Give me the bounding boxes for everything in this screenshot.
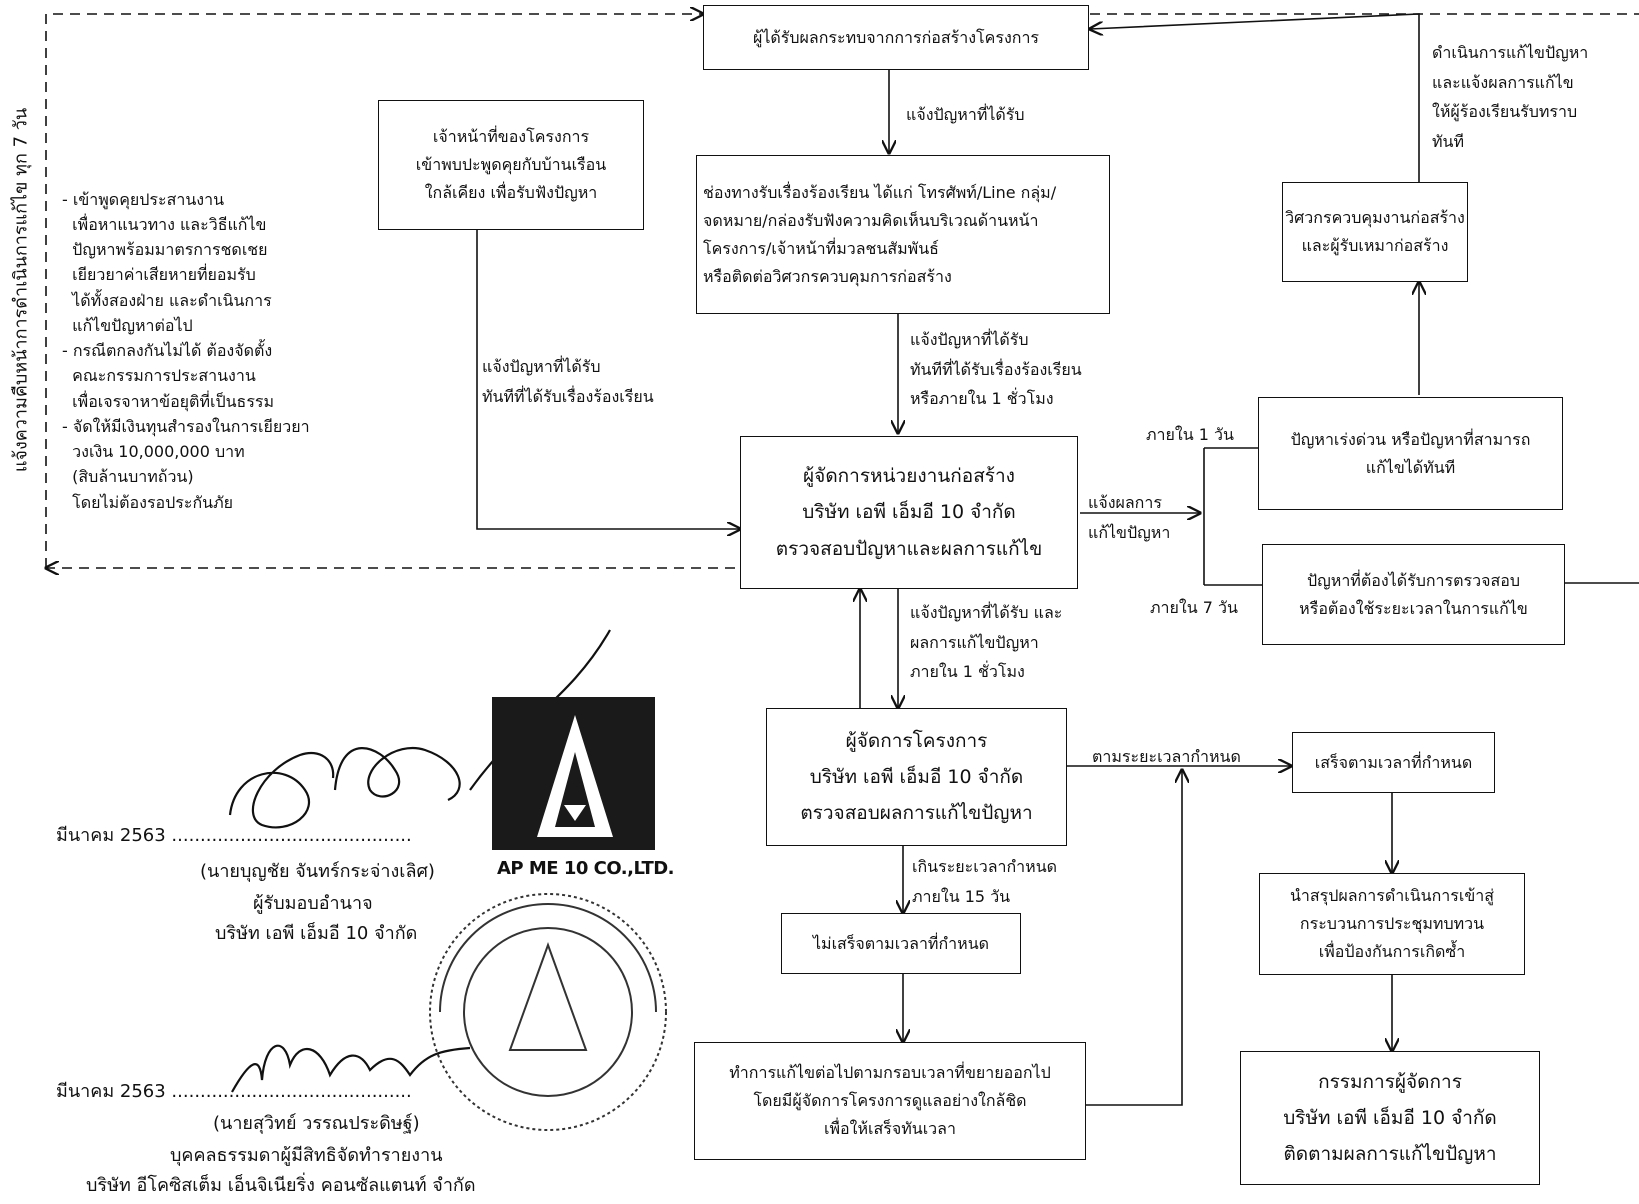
signer-company-1: บริษัท เอพี เอ็มอี 10 จำกัด	[215, 923, 418, 944]
label-overdue: เกินระยะเวลากำหนดภายใน 15 วัน	[912, 857, 1058, 906]
label-notify-result: แจ้งปัญหาที่ได้รับ และผลการแก้ไขปัญหาภาย…	[910, 603, 1063, 682]
label-on-schedule: ตามระยะเวลากำหนด	[1092, 747, 1241, 766]
managing-director-box: กรรมการผู้จัดการบริษัท เอพี เอ็มอี 10 จำ…	[1240, 1051, 1540, 1185]
label-notify-problem: แจ้งปัญหาที่ได้รับ	[906, 105, 1025, 124]
label-report-result: แจ้งผลการแก้ไขปัญหา	[1088, 493, 1171, 542]
label-staff-notify: แจ้งปัญหาที่ได้รับทันทีที่ได้รับเรื่องร้…	[482, 357, 654, 406]
dashed-progress-loop	[45, 14, 703, 568]
signer-role-1: ผู้รับมอบอำนาจ	[253, 893, 373, 914]
review-summary-box: นำสรุปผลการดำเนินการเข้าสู่กระบวนการประช…	[1259, 873, 1525, 975]
signature-date-2: มีนาคม 2563 ............................…	[56, 1081, 412, 1102]
progress-report-side-label: แจ้งความคืบหน้าการดำเนินการแก้ไข ทุก 7 ว…	[10, 107, 32, 473]
label-notify-within-1hr: แจ้งปัญหาที่ได้รับทันทีที่ได้รับเรื่องร้…	[910, 330, 1082, 409]
company-logo-name: AP ME 10 CO.,LTD.	[497, 858, 675, 879]
signer-role-2: บุคคลธรรมดาผู้มีสิทธิจัดทำรายงาน	[170, 1145, 443, 1166]
label-within-1-day: ภายใน 1 วัน	[1146, 425, 1234, 444]
arrow-engineer-to-affected	[1090, 13, 1420, 182]
signer-name-2: (นายสุวิทย์ วรรณประดิษฐ์)	[213, 1113, 420, 1134]
signer-company-2: บริษัท อีโคซิสเต็ม เอ็นจิเนียริ่ง คอนซัล…	[86, 1175, 476, 1196]
arrow-staff-to-manager	[476, 230, 740, 529]
mitigation-measures-list: - เข้าพูดคุยประสานงาน เพื่อหาแนวทาง และว…	[62, 189, 310, 512]
arrow-continue-to-on-time	[1086, 770, 1182, 1106]
project-manager-box: ผู้จัดการโครงการบริษัท เอพี เอ็มอี 10 จำ…	[766, 708, 1067, 846]
signature-date-1: มีนาคม 2563 ............................…	[56, 825, 412, 846]
inspection-problem-box: ปัญหาที่ต้องได้รับการตรวจสอบหรือต้องใช้ร…	[1262, 544, 1565, 645]
label-fix-and-notify: ดำเนินการแก้ไขปัญหาและแจ้งผลการแก้ไขให้ผ…	[1432, 43, 1589, 151]
not-completed-box: ไม่เสร็จตามเวลาที่กำหนด	[781, 913, 1021, 974]
construction-unit-manager-box: ผู้จัดการหน่วยงานก่อสร้างบริษัท เอพี เอ็…	[740, 436, 1078, 589]
consultant-stamp	[429, 893, 667, 1131]
logo-triangle-icon	[537, 715, 613, 837]
signature-scribble-2	[231, 1044, 471, 1093]
extended-fix-box: ทำการแก้ไขต่อไปตามกรอบเวลาที่ขยายออกไปโด…	[694, 1042, 1086, 1160]
urgent-problem-box: ปัญหาเร่งด่วน หรือปัญหาที่สามารถแก้ไขได้…	[1258, 397, 1563, 510]
complaint-channels-box: ช่องทางรับเรื่องร้องเรียน ได้แก่ โทรศัพท…	[696, 155, 1110, 314]
signer-name-1: (นายบุญชัย จันทร์กระจ่างเลิศ)	[200, 861, 435, 882]
completed-on-time-box: เสร็จตามเวลาที่กำหนด	[1292, 732, 1495, 793]
affected-party-box: ผู้ได้รับผลกระทบจากการก่อสร้างโครงการ	[703, 5, 1089, 70]
project-staff-box: เจ้าหน้าที่ของโครงการเข้าพบปะพูดคุยกับบ้…	[378, 100, 644, 230]
engineer-contractor-box: วิศวกรควบคุมงานก่อสร้างและผู้รับเหมาก่อส…	[1282, 182, 1468, 282]
label-within-7-days: ภายใน 7 วัน	[1150, 598, 1238, 617]
